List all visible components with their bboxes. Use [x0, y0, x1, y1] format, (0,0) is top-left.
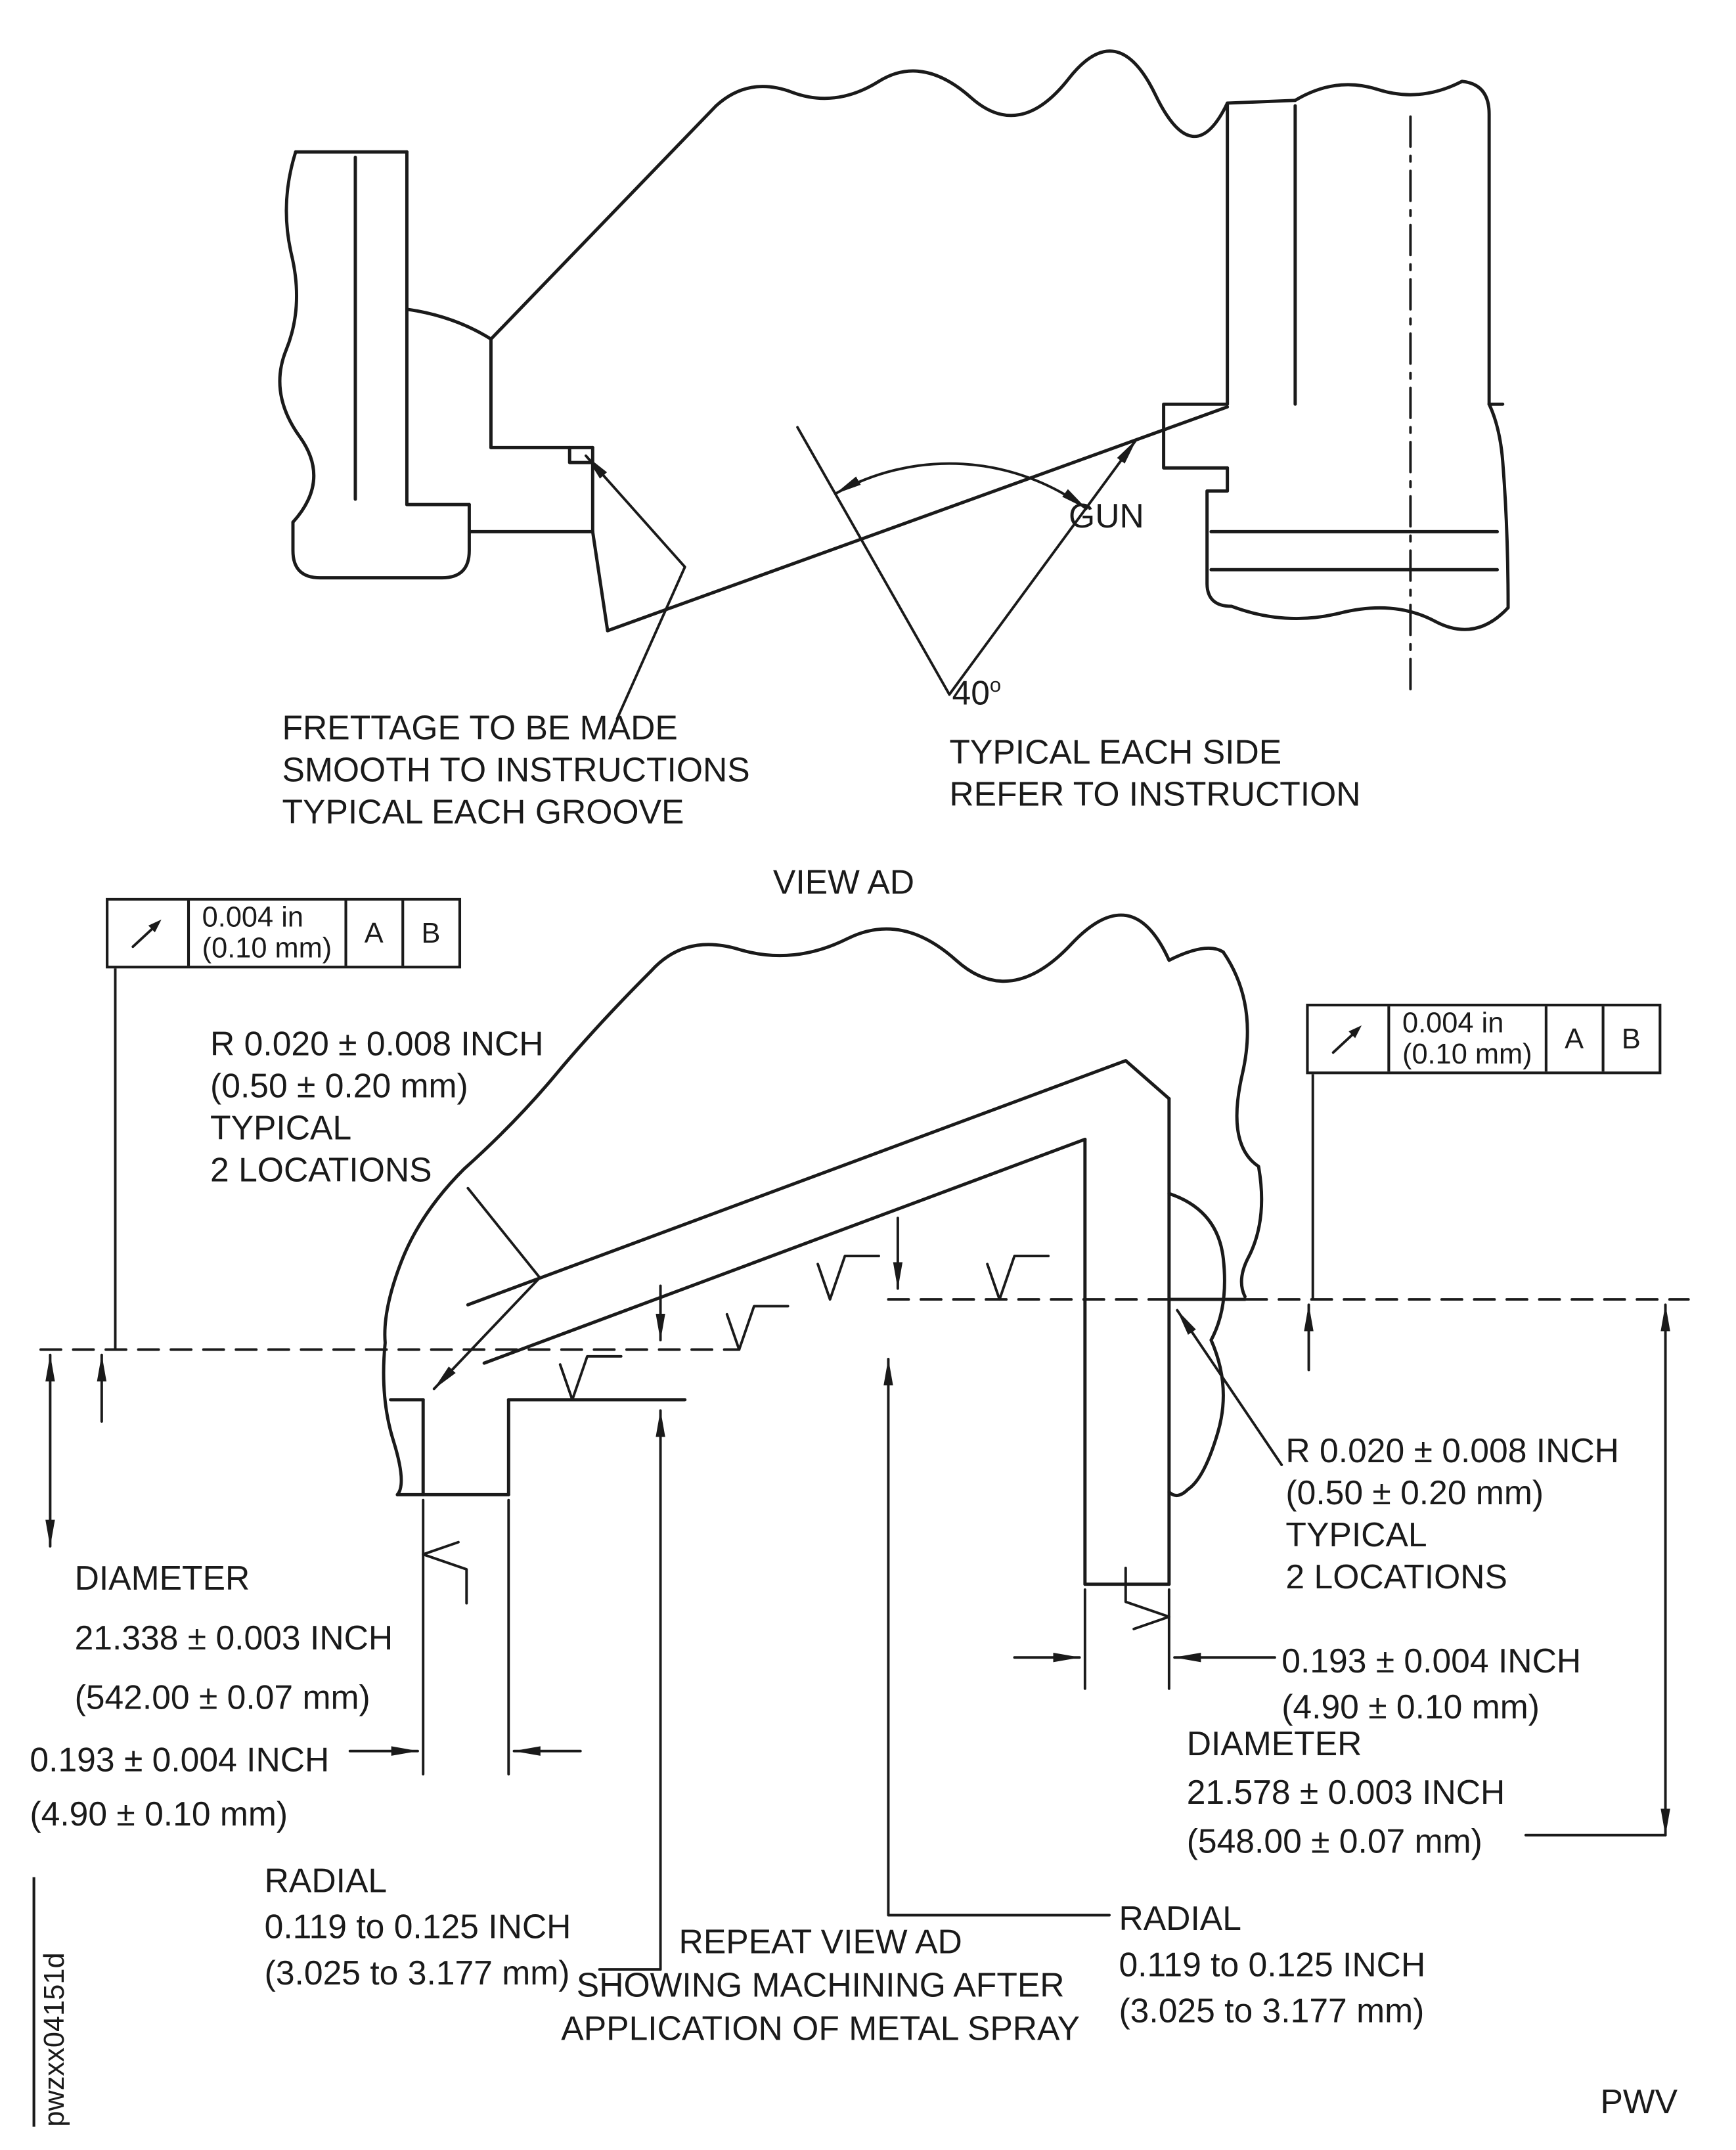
width-line: (4.90 ± 0.10 mm) [30, 1795, 288, 1834]
radial-line: 0.119 to 0.125 INCH [264, 1908, 571, 1946]
diameter-line: (548.00 ± 0.07 mm) [1186, 1823, 1482, 1861]
radial-line: (3.025 to 3.177 mm) [1119, 1992, 1425, 2031]
view-label: VIEW AD [772, 864, 915, 903]
frettage-leader [585, 454, 686, 721]
runout-symbol-icon [1309, 1006, 1388, 1071]
tolerance-value: 0.004 in (0.10 mm) [187, 901, 344, 966]
top-view-part-outline [278, 49, 1510, 633]
radial-line: (3.025 to 3.177 mm) [264, 1954, 570, 1993]
datum-a: A [1544, 1006, 1601, 1072]
angle-number: 40 [952, 674, 990, 713]
tolerance-inch: 0.004 in [1402, 1008, 1504, 1039]
radial-note-left: RADIAL 0.119 to 0.125 INCH (3.025 to 3.1… [265, 1858, 571, 1997]
angle-note-line: REFER TO INSTRUCTION [949, 776, 1361, 814]
radius-note-line: R 0.020 ± 0.008 INCH [210, 1025, 544, 1064]
radius-note-line: TYPICAL [1285, 1516, 1427, 1555]
diameter-line: 21.338 ± 0.003 INCH [74, 1619, 393, 1658]
frettage-note-line: TYPICAL EACH GROOVE [282, 793, 684, 832]
caption-line: SHOWING MACHINING AFTER [576, 1966, 1065, 2005]
bottom-view-part-outline [382, 913, 1264, 1586]
caption-line: REPEAT VIEW AD [679, 1923, 962, 1961]
machining-symbols [422, 1255, 1170, 1630]
page-code: PWV [1600, 2083, 1678, 2122]
width-line: 0.193 ± 0.004 INCH [30, 1741, 330, 1780]
reference-surface-lines [39, 1298, 1690, 1351]
runout-symbol-icon [108, 901, 187, 966]
angle-value: 40o [952, 665, 1001, 715]
tolerance-value: 0.004 in (0.10 mm) [1387, 1006, 1544, 1072]
width-note-left: 0.193 ± 0.004 INCH (4.90 ± 0.10 mm) [30, 1734, 329, 1842]
diameter-line: DIAMETER [1186, 1725, 1362, 1764]
dimension-lines [45, 967, 1670, 1971]
radius-note-line: (0.50 ± 0.20 mm) [1285, 1474, 1544, 1513]
angle-note: TYPICAL EACH SIDE REFER TO INSTRUCTION [949, 732, 1360, 817]
width-line: (4.90 ± 0.10 mm) [1281, 1688, 1540, 1727]
feature-control-frame-left: 0.004 in (0.10 mm) A B [106, 897, 461, 969]
angle-note-line: TYPICAL EACH SIDE [949, 734, 1282, 772]
tolerance-inch: 0.004 in [202, 902, 303, 933]
width-note-right: 0.193 ± 0.004 INCH (4.90 ± 0.10 mm) [1281, 1638, 1581, 1730]
feature-control-frame-right: 0.004 in (0.10 mm) A B [1306, 1003, 1661, 1075]
radius-note-line: 2 LOCATIONS [210, 1152, 432, 1190]
document-id: pwzxx04151d [32, 1877, 72, 2127]
radius-note-line: 2 LOCATIONS [1285, 1558, 1507, 1597]
gun-label: GUN [1069, 497, 1144, 536]
diameter-note-right: DIAMETER 21.578 ± 0.003 INCH (548.00 ± 0… [1187, 1720, 1505, 1866]
radius-note-line: TYPICAL [210, 1109, 352, 1148]
tolerance-mm: (0.10 mm) [202, 933, 332, 965]
width-line: 0.193 ± 0.004 INCH [1281, 1642, 1582, 1681]
radial-line: RADIAL [264, 1862, 388, 1900]
caption-line: APPLICATION OF METAL SPRAY [561, 2010, 1080, 2048]
radius-note-line: (0.50 ± 0.20 mm) [210, 1067, 468, 1106]
radius-note-left: R 0.020 ± 0.008 INCH (0.50 ± 0.20 mm) TY… [210, 1024, 544, 1192]
tolerance-mm: (0.10 mm) [1402, 1039, 1532, 1071]
diameter-note-left: DIAMETER 21.338 ± 0.003 INCH (542.00 ± 0… [75, 1549, 393, 1728]
radial-note-right: RADIAL 0.119 to 0.125 INCH (3.025 to 3.1… [1119, 1896, 1425, 2035]
radius-note-right: R 0.020 ± 0.008 INCH (0.50 ± 0.20 mm) TY… [1285, 1431, 1619, 1599]
datum-a: A [344, 901, 401, 966]
radius-note-line: R 0.020 ± 0.008 INCH [1285, 1432, 1619, 1471]
radial-line: 0.119 to 0.125 INCH [1119, 1946, 1426, 1984]
frettage-note-line: SMOOTH TO INSTRUCTIONS [282, 751, 750, 790]
frettage-note-line: FRETTAGE TO BE MADE [282, 709, 678, 748]
datum-b: B [1601, 1006, 1658, 1072]
view-caption: REPEAT VIEW AD SHOWING MACHINING AFTER A… [536, 1921, 1105, 2051]
radial-line: RADIAL [1119, 1900, 1241, 1938]
diameter-line: DIAMETER [74, 1559, 250, 1598]
angle-degree-mark: o [989, 674, 1002, 698]
diameter-line: (542.00 ± 0.07 mm) [74, 1679, 370, 1718]
diameter-line: 21.578 ± 0.003 INCH [1186, 1774, 1505, 1812]
gun-angle-dimension [796, 426, 1138, 696]
frettage-note: FRETTAGE TO BE MADE SMOOTH TO INSTRUCTIO… [282, 708, 749, 834]
datum-b: B [401, 901, 458, 966]
